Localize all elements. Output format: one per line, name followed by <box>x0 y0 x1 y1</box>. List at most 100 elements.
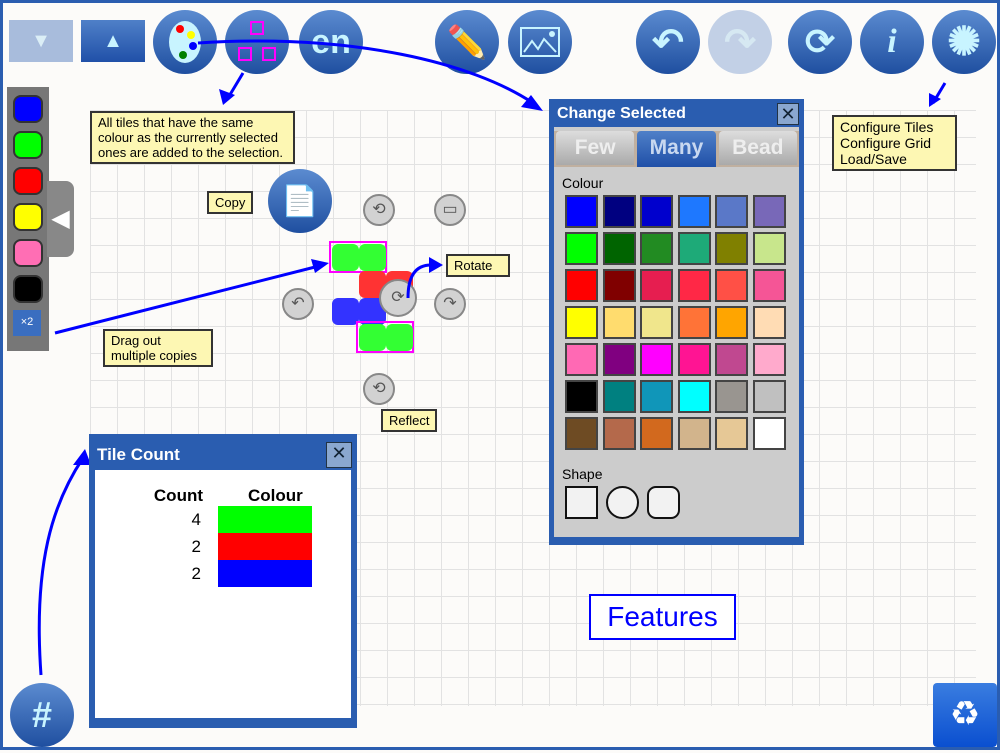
colour-swatch[interactable] <box>640 306 673 339</box>
colour-swatch[interactable] <box>752 195 786 228</box>
background-image-button[interactable] <box>508 10 572 74</box>
palette-colour-blue[interactable] <box>13 95 43 123</box>
colour-swatch[interactable] <box>565 417 598 450</box>
tab-many[interactable]: Many <box>637 131 716 167</box>
colour-swatch[interactable] <box>602 195 636 228</box>
settings-button[interactable]: ✺ <box>932 10 996 74</box>
colour-swatch[interactable] <box>715 417 748 450</box>
copy-button[interactable]: 📄 <box>268 169 332 233</box>
close-tile-count-button[interactable]: ✕ <box>326 442 352 468</box>
undo-button[interactable]: ↶ <box>636 10 700 74</box>
colour-swatch[interactable] <box>752 269 786 302</box>
shape-label: Shape <box>562 466 603 482</box>
shape-circle-button[interactable] <box>606 486 639 519</box>
multiplier-button[interactable]: ×2 <box>13 310 41 336</box>
colour-swatch[interactable] <box>677 232 711 265</box>
rotate-handle[interactable]: ⟳ <box>379 279 417 317</box>
recycle-icon: ♻ <box>949 695 981 733</box>
selection-box <box>329 241 387 273</box>
colour-swatch[interactable] <box>640 417 673 450</box>
colour-swatch[interactable] <box>677 306 711 339</box>
recycle-bin[interactable]: ♻ <box>933 683 997 747</box>
palette-colour-green[interactable] <box>13 131 43 159</box>
change-selected-panel: Change Selected ✕ Few Many Bead Colour S… <box>549 99 804 545</box>
colour-swatch[interactable] <box>640 343 673 376</box>
tab-few[interactable]: Few <box>556 131 635 165</box>
colour-swatch[interactable] <box>677 380 711 413</box>
colour-swatch[interactable] <box>602 306 636 339</box>
flip-button[interactable]: ▭ <box>434 194 466 226</box>
tile-blue[interactable] <box>332 298 359 325</box>
info-button[interactable]: i <box>860 10 924 74</box>
colour-swatch[interactable] <box>565 380 598 413</box>
shape-square-button[interactable] <box>565 486 598 519</box>
colour-swatch[interactable] <box>752 343 786 376</box>
colour-swatch[interactable] <box>715 380 748 413</box>
colour-label: Colour <box>562 175 604 191</box>
reflect-vertical-button[interactable]: ⟲ <box>363 194 395 226</box>
colour-swatch[interactable] <box>602 343 636 376</box>
colour-swatch[interactable] <box>602 417 636 450</box>
colour-swatch[interactable] <box>677 417 711 450</box>
colour-swatch[interactable] <box>677 195 711 228</box>
colour-swatch[interactable] <box>640 380 673 413</box>
colour-swatch[interactable] <box>602 232 636 265</box>
rotate-right-button[interactable]: ↷ <box>434 288 466 320</box>
reflect-horizontal-button[interactable]: ⟲ <box>363 373 395 405</box>
copy-icon: 📄 <box>281 184 319 218</box>
colour-swatch[interactable] <box>602 380 636 413</box>
colour-swatch[interactable] <box>715 195 748 228</box>
scroll-up-button[interactable]: ▲ <box>81 20 145 62</box>
colour-swatch[interactable] <box>640 269 673 302</box>
collapse-palette-button[interactable]: ◀ <box>47 181 74 257</box>
colour-swatch[interactable] <box>677 343 711 376</box>
tile-green[interactable] <box>359 324 386 351</box>
colour-swatch[interactable] <box>602 269 636 302</box>
colour-swatch[interactable] <box>565 306 598 339</box>
palette-colour-yellow[interactable] <box>13 203 43 231</box>
colour-swatch[interactable] <box>715 232 748 265</box>
note-drag: Drag out multiple copies <box>103 329 213 367</box>
colour-swatch[interactable] <box>752 306 786 339</box>
note-reflect: Reflect <box>381 409 438 432</box>
palette-colour-red[interactable] <box>13 167 43 195</box>
tile-green[interactable] <box>332 244 359 271</box>
colour-swatch[interactable] <box>715 343 748 376</box>
note-config-line: Load/Save <box>840 151 907 167</box>
colour-swatch[interactable] <box>752 417 786 450</box>
image-icon <box>520 27 560 57</box>
colour-swatch[interactable] <box>677 269 711 302</box>
tile-count-value: 2 <box>191 563 201 583</box>
refresh-button[interactable]: ⟳ <box>788 10 852 74</box>
scroll-down-button[interactable]: ▼ <box>9 20 73 62</box>
colour-swatch[interactable] <box>640 195 673 228</box>
rotate-left-button[interactable]: ↶ <box>282 288 314 320</box>
annotation-arrows <box>37 39 947 676</box>
colour-swatch[interactable] <box>565 343 598 376</box>
close-change-selected-button[interactable]: ✕ <box>777 103 799 125</box>
tile-count-row: 2 <box>95 533 351 560</box>
note-config-line: Configure Grid <box>840 135 932 151</box>
palette-colour-pink[interactable] <box>13 239 43 267</box>
redo-icon: ↷ <box>724 21 756 64</box>
tile-count-value: 4 <box>191 509 201 529</box>
redo-button[interactable]: ↷ <box>708 10 772 74</box>
tab-bead[interactable]: Bead <box>718 131 797 165</box>
tile-count-value: 2 <box>191 536 201 556</box>
colour-swatch[interactable] <box>715 269 748 302</box>
colour-swatch[interactable] <box>752 232 786 265</box>
colour-swatch[interactable] <box>752 380 786 413</box>
grid-button[interactable]: # <box>10 683 74 747</box>
colour-header: Colour <box>248 486 303 505</box>
shape-rounded-square-button[interactable] <box>647 486 680 519</box>
colour-swatch[interactable] <box>715 306 748 339</box>
colour-swatch[interactable] <box>565 195 598 228</box>
tile-green[interactable] <box>359 244 386 271</box>
colour-swatch[interactable] <box>640 232 673 265</box>
note-select-same: All tiles that have the same colour as t… <box>90 111 295 164</box>
colour-swatch[interactable] <box>565 269 598 302</box>
colour-swatch[interactable] <box>565 232 598 265</box>
palette-colour-black[interactable] <box>13 275 43 303</box>
tile-green[interactable] <box>386 324 413 351</box>
